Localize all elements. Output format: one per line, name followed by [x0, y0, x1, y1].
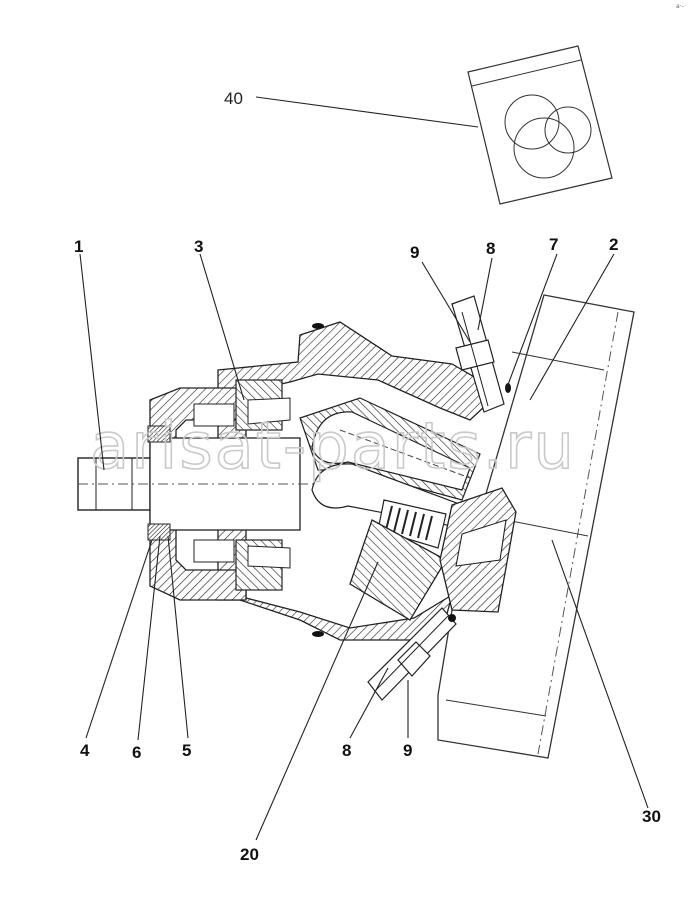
callout-5: 5	[182, 741, 191, 760]
callout-6: 6	[132, 743, 141, 762]
swash-block	[349, 519, 447, 621]
callout-4: 4	[80, 741, 90, 760]
callout-8-lower: 8	[342, 741, 351, 760]
lower-bolt-assembly	[367, 607, 457, 701]
callout-30: 30	[642, 807, 661, 826]
upper-bolt-assembly	[451, 295, 505, 413]
callout-9-upper: 9	[410, 243, 419, 262]
callout-1: 1	[74, 237, 83, 256]
corner-mark: a·-	[676, 3, 684, 10]
callout-7: 7	[549, 235, 558, 254]
control-spring	[377, 499, 447, 549]
callout-8-upper: 8	[486, 239, 495, 258]
callout-20: 20	[240, 845, 259, 864]
callout-3: 3	[194, 237, 203, 256]
seal-kit-package-icon	[467, 45, 613, 205]
callout-2: 2	[609, 235, 618, 254]
front-bearing	[193, 379, 291, 591]
callout-40: 40	[224, 89, 243, 108]
pump-cross-section	[77, 294, 635, 759]
adjustment-housing	[437, 294, 635, 759]
watermark-text: arisat-parts.ru	[90, 410, 576, 484]
callout-9-lower: 9	[403, 741, 412, 760]
leader-lines	[79, 96, 649, 841]
